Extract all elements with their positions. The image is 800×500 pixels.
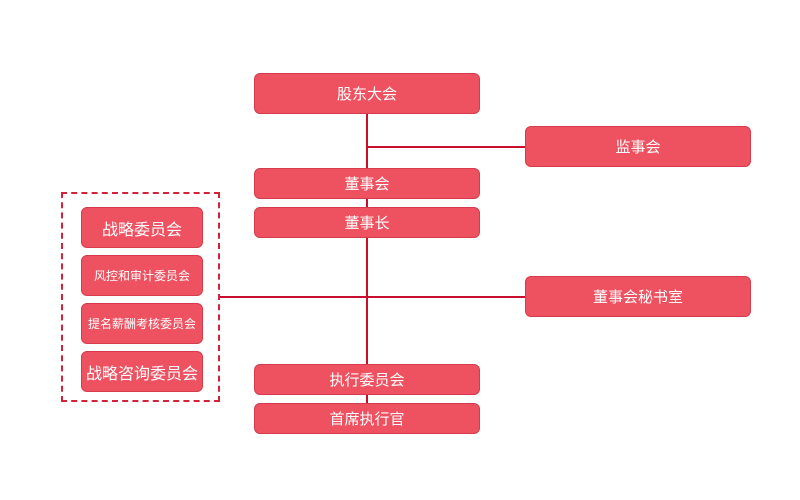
committees-secretary-connector [220,296,526,298]
node-label: 股东大会 [336,85,397,103]
node-label: 战略咨询委员会 [85,363,198,383]
trunk-connector-board-chairman [366,198,368,208]
supervisory-connector [366,146,526,148]
node-shareholders-meeting: 股东大会 [254,73,480,114]
node-strategy-committee: 战略委员会 [81,207,203,248]
trunk-connector-lower [366,237,368,365]
node-strategy-advisory-committee: 战略咨询委员会 [81,351,203,392]
node-executive-committee: 执行委员会 [254,364,480,395]
node-label: 董事会 [344,175,390,193]
node-board-secretary-office: 董事会秘书室 [525,276,751,317]
committees-group [61,192,220,402]
node-nomination-compensation-committee: 提名薪酬考核委员会 [81,303,203,344]
node-label: 董事长 [344,214,390,232]
node-label: 首席执行官 [329,410,405,428]
trunk-connector-exec-ceo [366,394,368,404]
node-label: 战略委员会 [101,219,182,239]
node-label: 监事会 [615,138,661,156]
node-chairman: 董事长 [254,207,480,238]
node-supervisory-board: 监事会 [525,126,751,167]
node-label: 执行委员会 [329,371,405,389]
node-ceo: 首席执行官 [254,403,480,434]
node-label: 风控和审计委员会 [93,269,190,283]
node-label: 提名薪酬考核委员会 [87,317,196,331]
node-label: 董事会秘书室 [592,288,683,306]
trunk-connector-upper [366,113,368,169]
node-board-of-directors: 董事会 [254,168,480,199]
node-risk-audit-committee: 风控和审计委员会 [81,255,203,296]
